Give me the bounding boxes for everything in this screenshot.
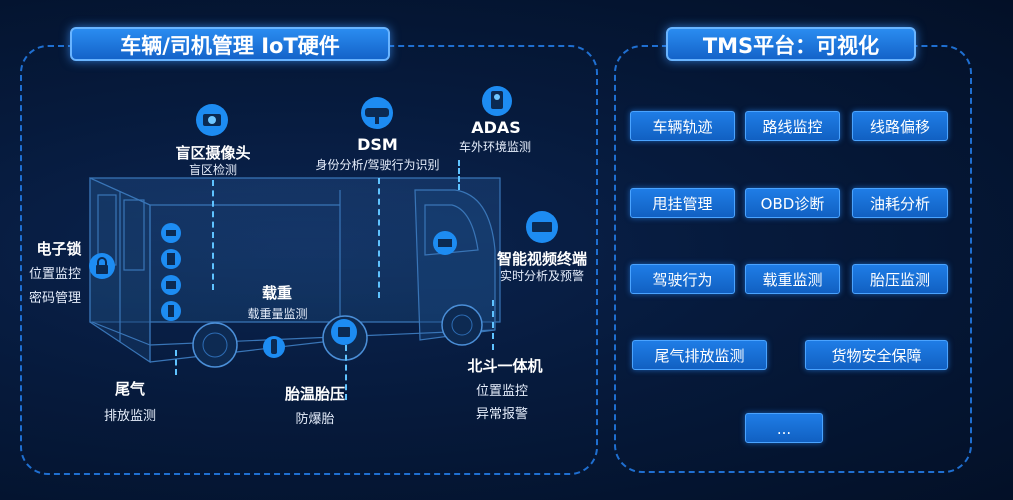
btn-exhaust[interactable]: 尾气排放监测 (632, 340, 767, 370)
btn-cargo-safety[interactable]: 货物安全保障 (805, 340, 948, 370)
btn-load-monitor[interactable]: 载重监测 (745, 264, 840, 294)
lock-title: 电子锁 (36, 240, 82, 258)
connector-adas (458, 160, 460, 190)
tire-subtitle: 防爆胎 (295, 412, 335, 427)
sensor-icon (160, 222, 182, 248)
tail-title: 尾气 (114, 380, 145, 398)
connector-beidou (492, 300, 494, 350)
sensor-icon (160, 274, 182, 300)
lock-icon (88, 252, 116, 284)
video-terminal-icon (525, 210, 559, 248)
dsm-title: DSM (357, 135, 398, 154)
btn-vehicle-track[interactable]: 车辆轨迹 (630, 111, 735, 141)
beidou-subtitle-1: 位置监控 (475, 384, 528, 399)
btn-route-deviation[interactable]: 线路偏移 (852, 111, 948, 141)
load-subtitle: 载重量监测 (247, 307, 308, 321)
adas-title: ADAS (471, 118, 521, 137)
btn-drop-hook[interactable]: 甩挂管理 (630, 188, 735, 218)
adas-camera-icon (481, 85, 513, 121)
connector-dsm (378, 178, 380, 298)
gps-device-icon (432, 230, 458, 260)
btn-fuel[interactable]: 油耗分析 (852, 188, 948, 218)
tire-title: 胎温胎压 (284, 385, 345, 403)
truck-illustration (89, 177, 501, 368)
lock-subtitle-2: 密码管理 (28, 291, 81, 306)
sensor-icon (160, 300, 182, 326)
connector-camera (212, 180, 214, 290)
blind-camera-subtitle: 盲区检测 (188, 163, 237, 177)
btn-route-monitor[interactable]: 路线监控 (745, 111, 840, 141)
btn-tire-pressure[interactable]: 胎压监测 (852, 264, 948, 294)
btn-more[interactable]: ... (745, 413, 823, 443)
beidou-title: 北斗一体机 (467, 357, 543, 375)
connector-tail (175, 350, 177, 375)
connector-tire (345, 345, 347, 400)
camera-icon (195, 103, 229, 141)
right-panel-title: TMS平台：可视化 (666, 27, 916, 61)
sensor-icon (330, 318, 358, 350)
load-title: 载重 (261, 284, 292, 302)
right-panel (614, 45, 972, 473)
lock-subtitle-1: 位置监控 (28, 267, 81, 282)
sensor-icon (160, 248, 182, 274)
adas-subtitle: 车外环境监测 (458, 140, 531, 154)
tire-sensor-icon (262, 333, 286, 365)
video-terminal-subtitle: 实时分析及预警 (499, 269, 584, 283)
beidou-subtitle-2: 异常报警 (475, 407, 528, 422)
video-terminal-title: 智能视频终端 (496, 250, 587, 268)
tail-subtitle: 排放监测 (103, 409, 156, 424)
dsm-subtitle: 身份分析/驾驶行为识别 (315, 158, 440, 172)
left-panel-title: 车辆/司机管理 IoT硬件 (70, 27, 390, 61)
btn-driving-behavior[interactable]: 驾驶行为 (630, 264, 735, 294)
dsm-camera-icon (357, 96, 397, 134)
blind-camera-title: 盲区摄像头 (175, 144, 251, 162)
btn-obd[interactable]: OBD诊断 (745, 188, 840, 218)
